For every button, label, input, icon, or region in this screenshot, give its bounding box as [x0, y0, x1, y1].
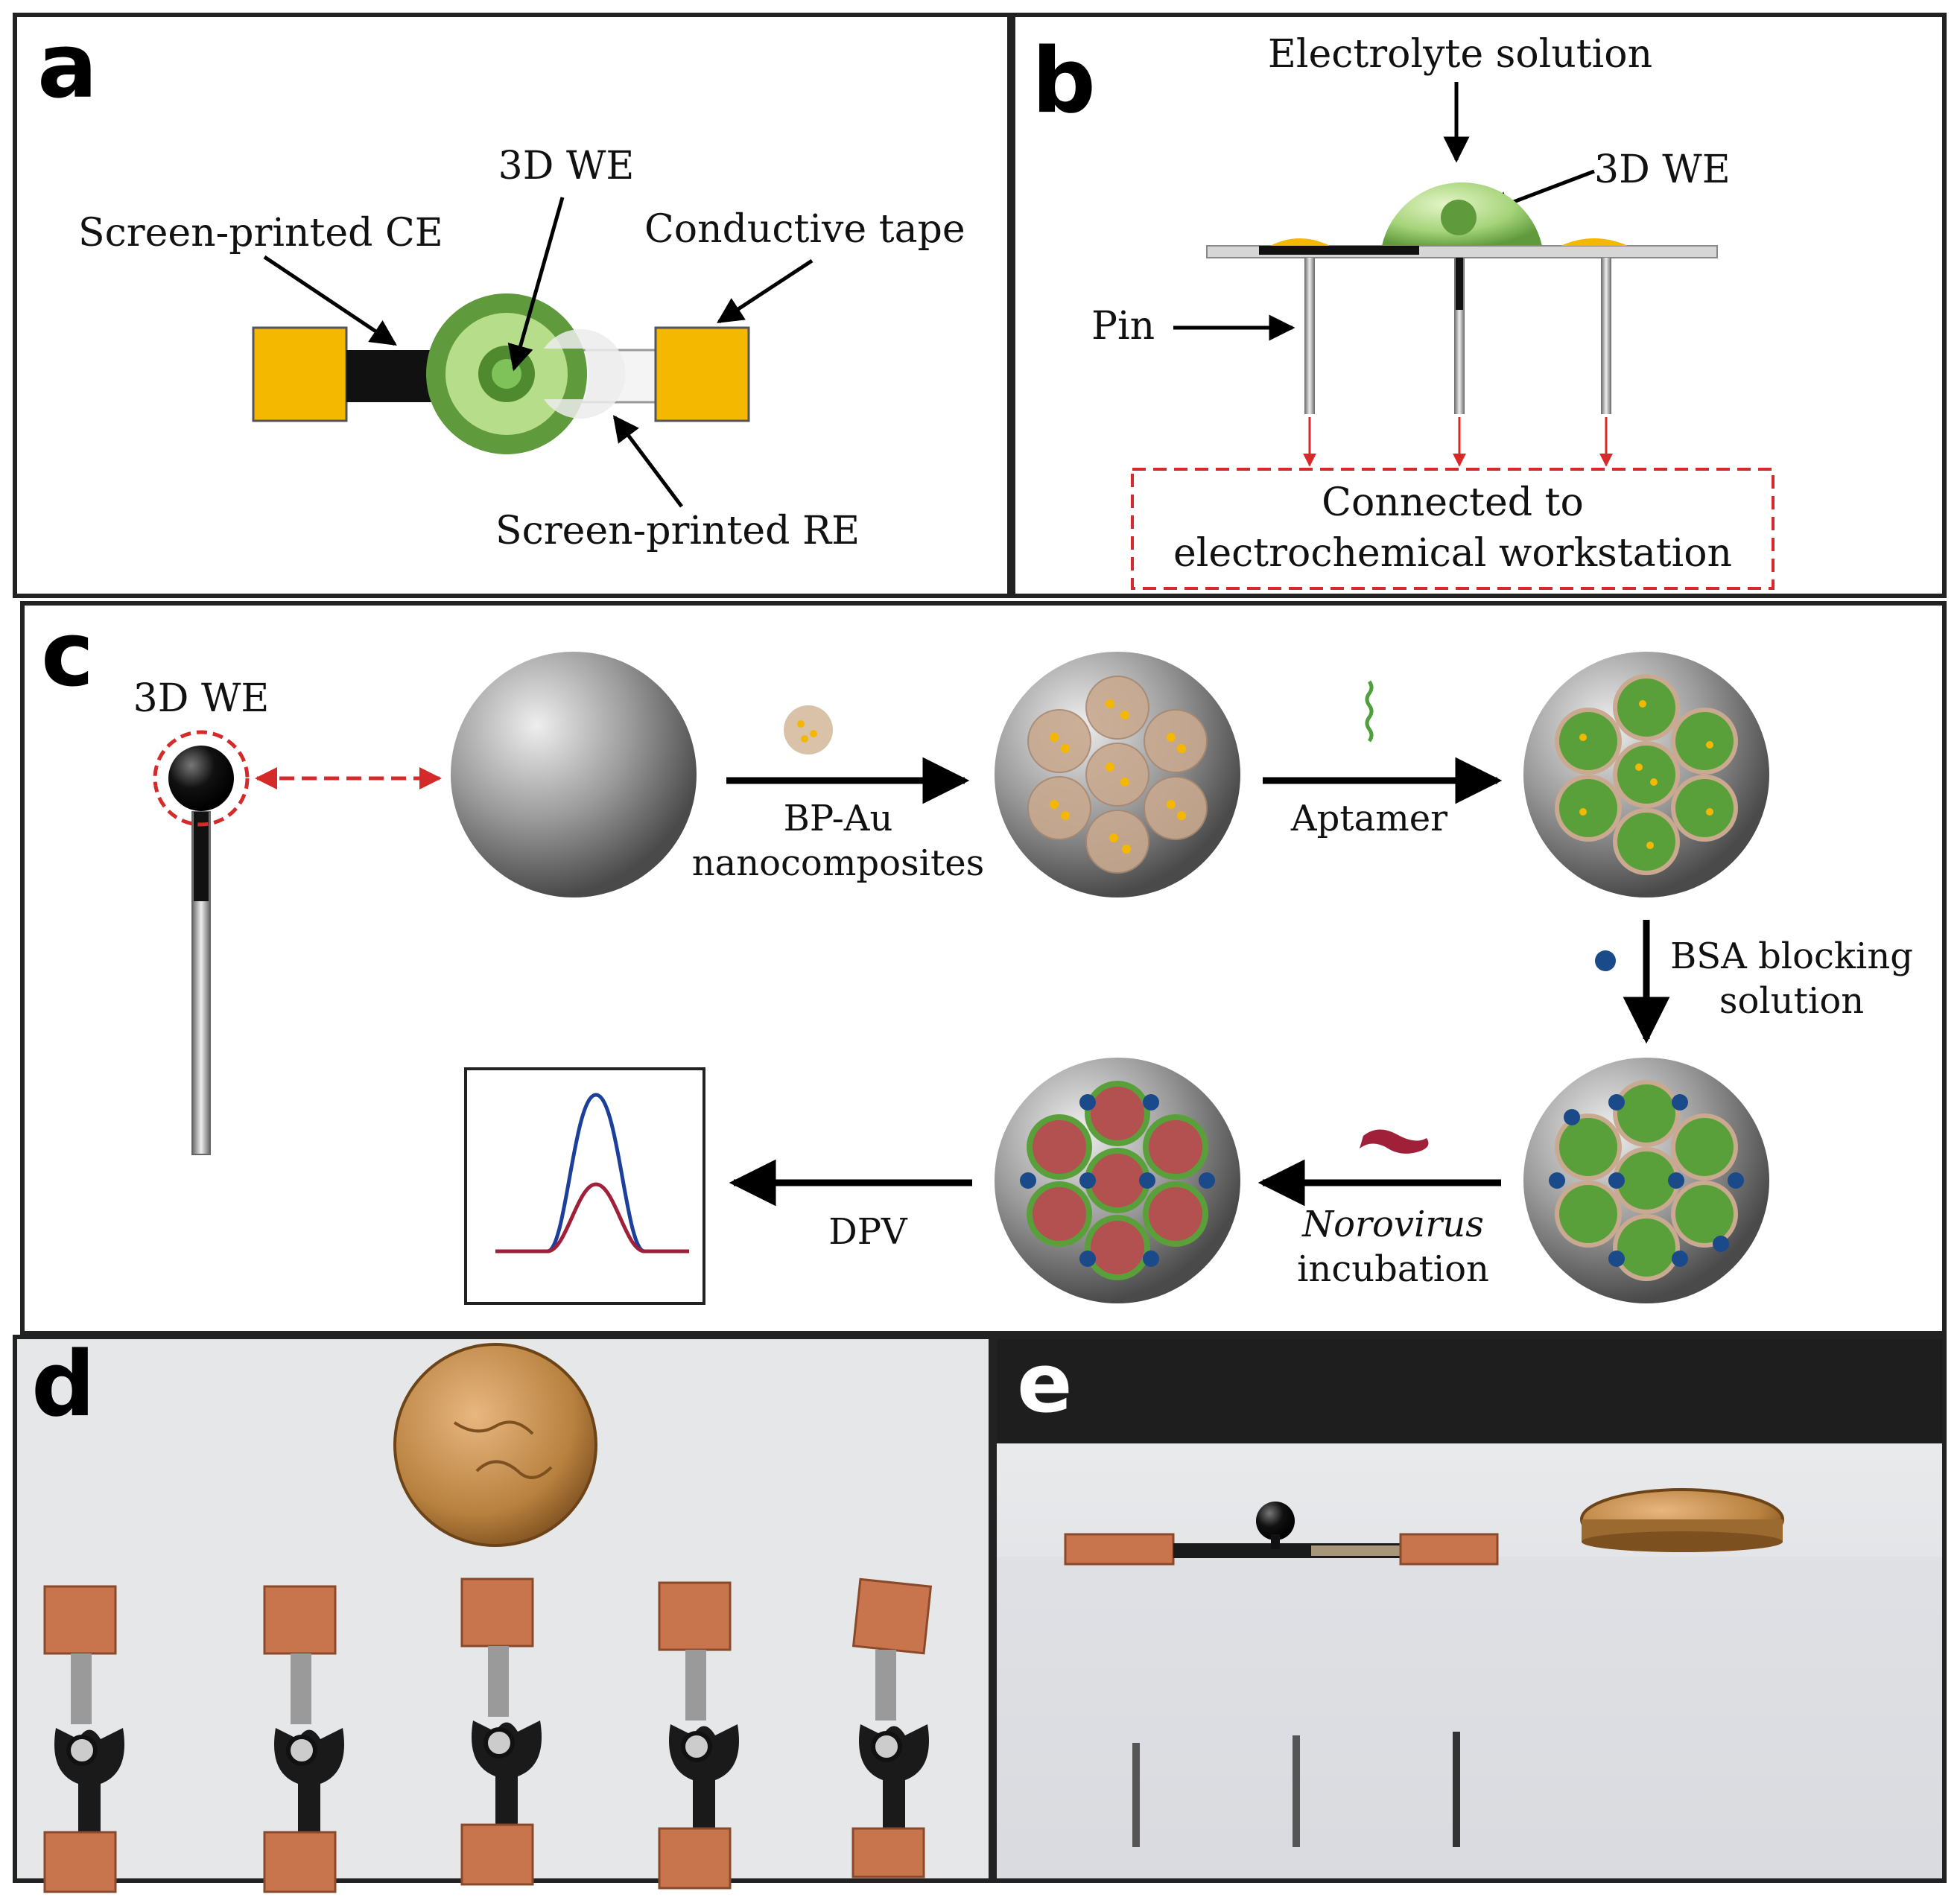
label-c-step4-2: incubation [1297, 1248, 1489, 1290]
workstation-box [1131, 468, 1775, 590]
e-pin-1 [1132, 1743, 1140, 1847]
label-c-step5: DPV [828, 1211, 908, 1253]
e-we-ball [1256, 1502, 1295, 1540]
panel-c: c 3D WE BP-Au nanocomposites [41, 603, 1913, 1305]
b-we-sphere [1441, 200, 1477, 235]
label-c-step2: Aptamer [1290, 798, 1447, 839]
panel-d-letter: d [31, 1333, 95, 1437]
aptamer-icon [1365, 680, 1374, 743]
panel-c-letter: c [41, 603, 94, 707]
d-electrode-3 [460, 1577, 542, 1886]
bp-au-icon [784, 705, 833, 754]
panel-d: d [17, 1333, 989, 1893]
label-b-connect-1: Connected to [1322, 480, 1584, 525]
sphere-bp-au [995, 652, 1240, 897]
sphere-norovirus [995, 1058, 1240, 1303]
panel-a-letter: a [37, 15, 98, 118]
label-a-tape: Conductive tape [644, 207, 965, 252]
pin-1 [1304, 258, 1315, 414]
arrow-a-re [612, 415, 683, 508]
label-a-3dwe: 3D WE [498, 144, 635, 188]
e-tape-right [1399, 1533, 1499, 1566]
dpv-curve-after [495, 1182, 689, 1254]
label-a-re: Screen-printed RE [495, 509, 860, 553]
c-we-ball [168, 746, 234, 811]
label-b-pin: Pin [1091, 304, 1155, 349]
e-tape-left [1064, 1533, 1175, 1566]
arrow-a-we [507, 197, 565, 372]
dpv-inset [464, 1067, 705, 1305]
e-pin-2 [1293, 1735, 1300, 1847]
arrow-a-ce [263, 255, 397, 346]
dpv-curve-before [495, 1093, 689, 1254]
label-c-step1-2: nanocomposites [692, 842, 985, 884]
panel-e: e [997, 1335, 1942, 1878]
label-c-3dwe: 3D WE [133, 676, 270, 721]
label-c-step4-1: Norovirus [1301, 1204, 1484, 1245]
panel-b-letter: b [1032, 30, 1096, 133]
sphere-bare [451, 652, 697, 897]
panel-e-letter: e [1017, 1335, 1073, 1431]
label-c-step3-2: solution [1719, 980, 1864, 1022]
re-tape-pad [654, 326, 750, 422]
sphere-bsa [1523, 1058, 1769, 1303]
re-arc [544, 328, 626, 419]
d-electrode-1 [43, 1585, 124, 1893]
d-coin [393, 1343, 597, 1547]
arrow-a-tape [717, 258, 814, 324]
d-electrode-4 [658, 1581, 739, 1890]
label-c-step1-1: BP-Au [784, 798, 893, 839]
tape-b-left [1270, 238, 1330, 246]
panel-b-frame [1011, 13, 1947, 598]
label-b-3dwe: 3D WE [1594, 147, 1731, 192]
norovirus-icon [1360, 1129, 1429, 1154]
label-b-connect-2: electrochemical workstation [1173, 531, 1732, 576]
label-a-ce: Screen-printed CE [78, 211, 443, 255]
panel-a: a 3D WE Screen-printed CE Conductive tap… [37, 15, 965, 553]
label-c-step3-1: BSA blocking [1670, 935, 1913, 977]
d-electrode-2 [263, 1585, 344, 1893]
ce-tape-pad [252, 326, 348, 422]
label-b-electrolyte: Electrolyte solution [1268, 32, 1652, 77]
c-we-highlight [153, 730, 250, 827]
panel-b: b Electrolyte solution 3D WE Pin Connect… [1032, 30, 1775, 590]
pin-3 [1601, 258, 1611, 414]
e-pin-3 [1453, 1732, 1460, 1847]
d-electrode-5 [851, 1577, 933, 1878]
sphere-aptamer [1523, 652, 1769, 897]
tape-b-right [1561, 238, 1628, 246]
bsa-icon [1595, 950, 1616, 971]
